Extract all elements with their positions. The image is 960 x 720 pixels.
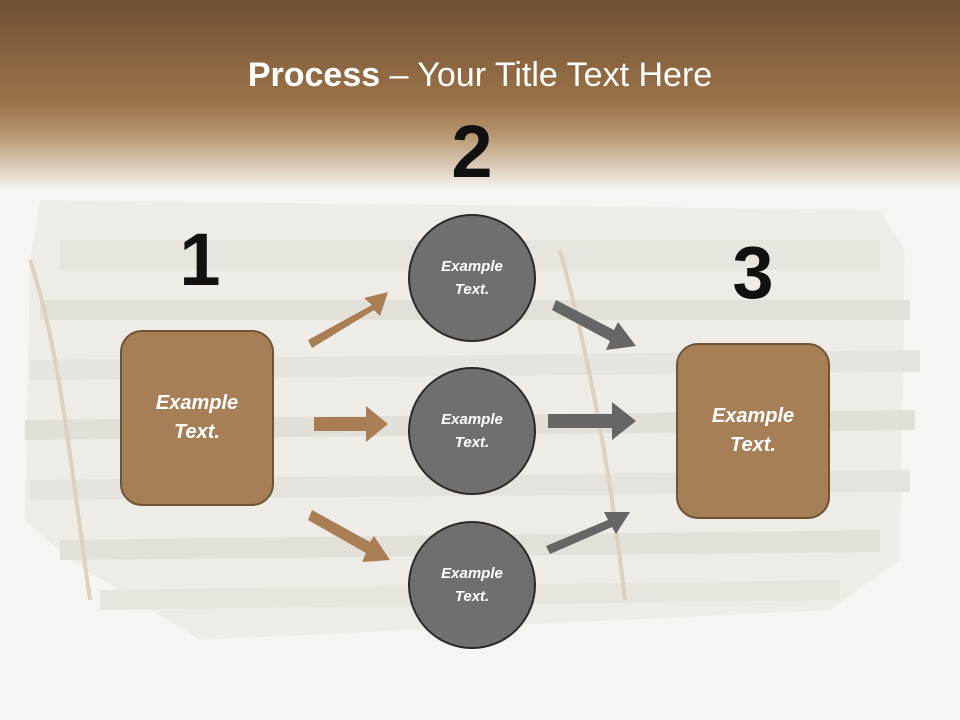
step3-text: Example Text. (712, 402, 794, 460)
step-number-1: 1 (179, 218, 221, 301)
step2-circle-bottom[interactable]: Example Text. (408, 521, 536, 649)
step-number-2: 2 (451, 110, 493, 193)
circle-middle-line1: Example (441, 411, 503, 428)
step1-box[interactable]: Example Text. (120, 330, 274, 506)
circle-bottom-line1: Example (441, 565, 503, 582)
header-band (0, 0, 960, 190)
circle-bottom-text: Example Text. (441, 562, 503, 608)
step2-circle-top[interactable]: Example Text. (408, 214, 536, 342)
circle-top-line1: Example (441, 258, 503, 275)
circle-bottom-line2: Text. (454, 588, 490, 605)
step3-line1: Example (711, 405, 795, 427)
circle-top-line2: Text. (454, 281, 490, 298)
circle-middle-line2: Text. (454, 434, 490, 451)
step-number-3: 3 (732, 231, 774, 314)
step3-line2: Text. (730, 434, 776, 456)
title-bold: Process (247, 56, 381, 94)
circle-middle-text: Example Text. (441, 408, 503, 454)
title-rest: – Your Title Text Here (380, 56, 713, 94)
step1-text: Example Text. (156, 389, 238, 447)
step3-box[interactable]: Example Text. (676, 343, 830, 519)
circle-top-text: Example Text. (441, 255, 503, 301)
slide-title: Process – Your Title Text Here (0, 50, 960, 100)
step2-circle-middle[interactable]: Example Text. (408, 367, 536, 495)
step1-line2: Text. (174, 421, 220, 443)
step1-line1: Example (155, 392, 239, 414)
